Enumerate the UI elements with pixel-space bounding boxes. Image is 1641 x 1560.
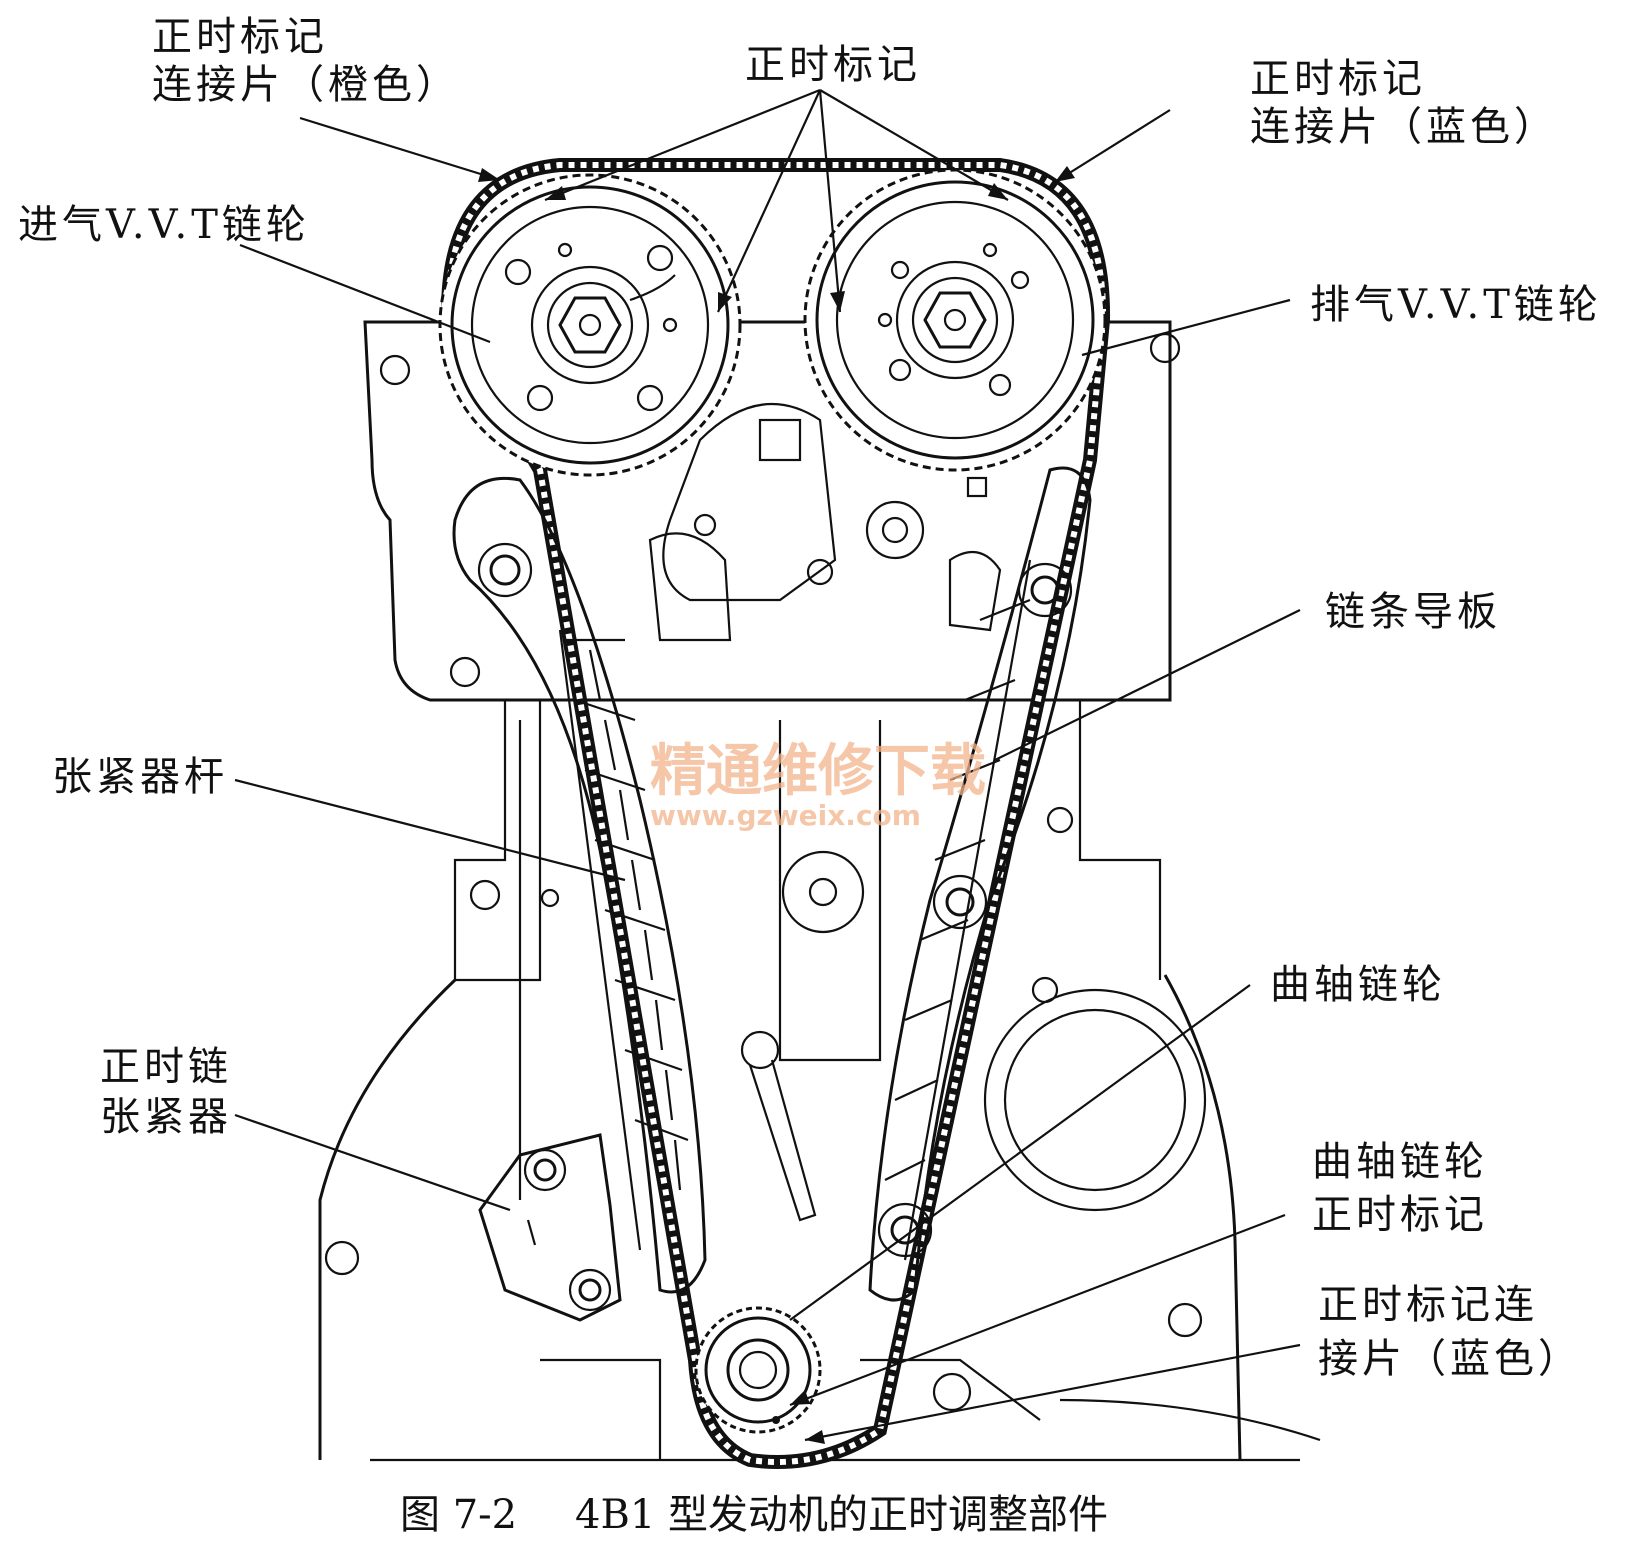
figure-caption: 图 7-2 4B1 型发动机的正时调整部件 [400, 1492, 1108, 1538]
label-tensioner-lever: 张紧器杆 [52, 754, 228, 800]
label-chain-guide: 链条导板 [1325, 589, 1501, 635]
intake-vvt-sprocket [438, 173, 742, 477]
label-mark-orange-2: 连接片（橙色） [152, 62, 460, 108]
tensioner-lever [452, 476, 707, 1294]
caption-text: 4B1 型发动机的正时调整部件 [575, 1492, 1108, 1538]
leader-lines [234, 88, 1301, 1444]
timing-chain-tensioner [478, 1133, 622, 1322]
label-exhaust-sprocket: 排气V.V.T链轮 [1310, 282, 1602, 328]
label-mark-blue-bottom-2: 接片（蓝色） [1318, 1336, 1582, 1382]
callout-labels: 正时标记 连接片（橙色） 正时标记 正时标记 连接片（蓝色） 进气V.V.T链轮… [18, 14, 1602, 1382]
label-chain-tensioner-2: 张紧器 [100, 1094, 232, 1140]
label-mark-blue-bottom-1: 正时标记连 [1318, 1282, 1538, 1328]
exhaust-vvt-sprocket [803, 168, 1107, 498]
label-mark-orange-1: 正时标记 [152, 14, 328, 60]
chain-guide [868, 466, 1092, 1302]
center-bracket-arm [740, 1030, 817, 1222]
label-mark-blue-top-1: 正时标记 [1250, 56, 1426, 102]
watermark-cn: 精通维修下载 [650, 738, 986, 804]
label-chain-tensioner-1: 正时链 [100, 1044, 232, 1090]
watermark: 精通维修下载 www.gzweix.com [650, 738, 986, 832]
label-intake-sprocket: 进气V.V.T链轮 [18, 202, 310, 248]
engine-block [318, 320, 1321, 1462]
label-crank-sprocket: 曲轴链轮 [1270, 962, 1446, 1008]
label-crank-mark-2: 正时标记 [1312, 1192, 1488, 1238]
label-crank-mark-1: 曲轴链轮 [1312, 1139, 1488, 1185]
crank-sprocket [694, 1306, 822, 1434]
label-mark-top: 正时标记 [745, 42, 921, 88]
label-mark-blue-top-2: 连接片（蓝色） [1250, 104, 1558, 150]
watermark-url: www.gzweix.com [650, 799, 921, 832]
caption-number: 图 7-2 [400, 1492, 517, 1538]
